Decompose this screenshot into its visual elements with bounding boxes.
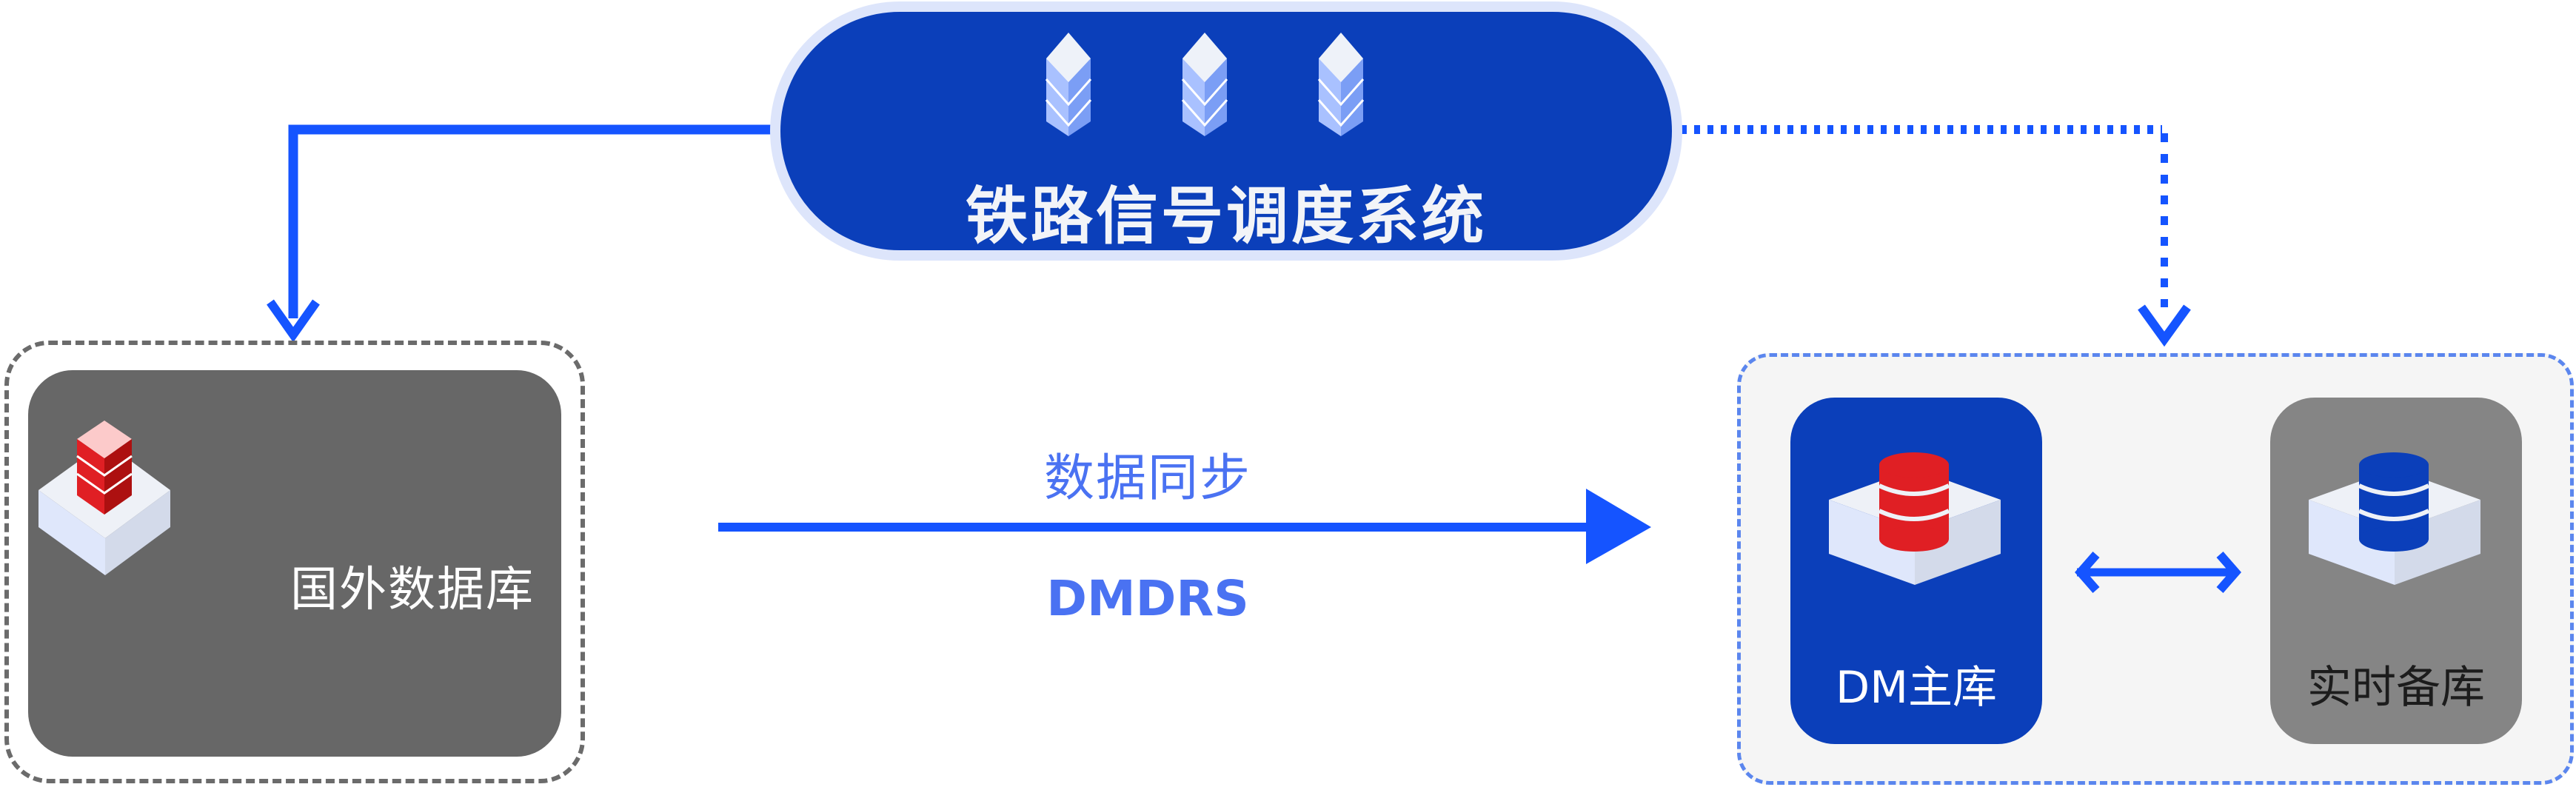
dm-primary-label: DM主库 <box>1836 662 1997 714</box>
foreign-db-label: 国外数据库 <box>290 563 535 617</box>
sync-tool-label: DMDRS <box>1046 570 1249 627</box>
chevron-down-icon <box>267 299 320 343</box>
standby-label: 实时备库 <box>2307 662 2485 714</box>
foreign-db-group <box>4 341 585 783</box>
source-system-title: 铁路信号调度系统 <box>965 180 1487 252</box>
sync-label: 数据同步 <box>1043 449 1251 508</box>
chevron-down-icon <box>2138 304 2191 347</box>
connector-to-foreign-db <box>288 124 774 318</box>
